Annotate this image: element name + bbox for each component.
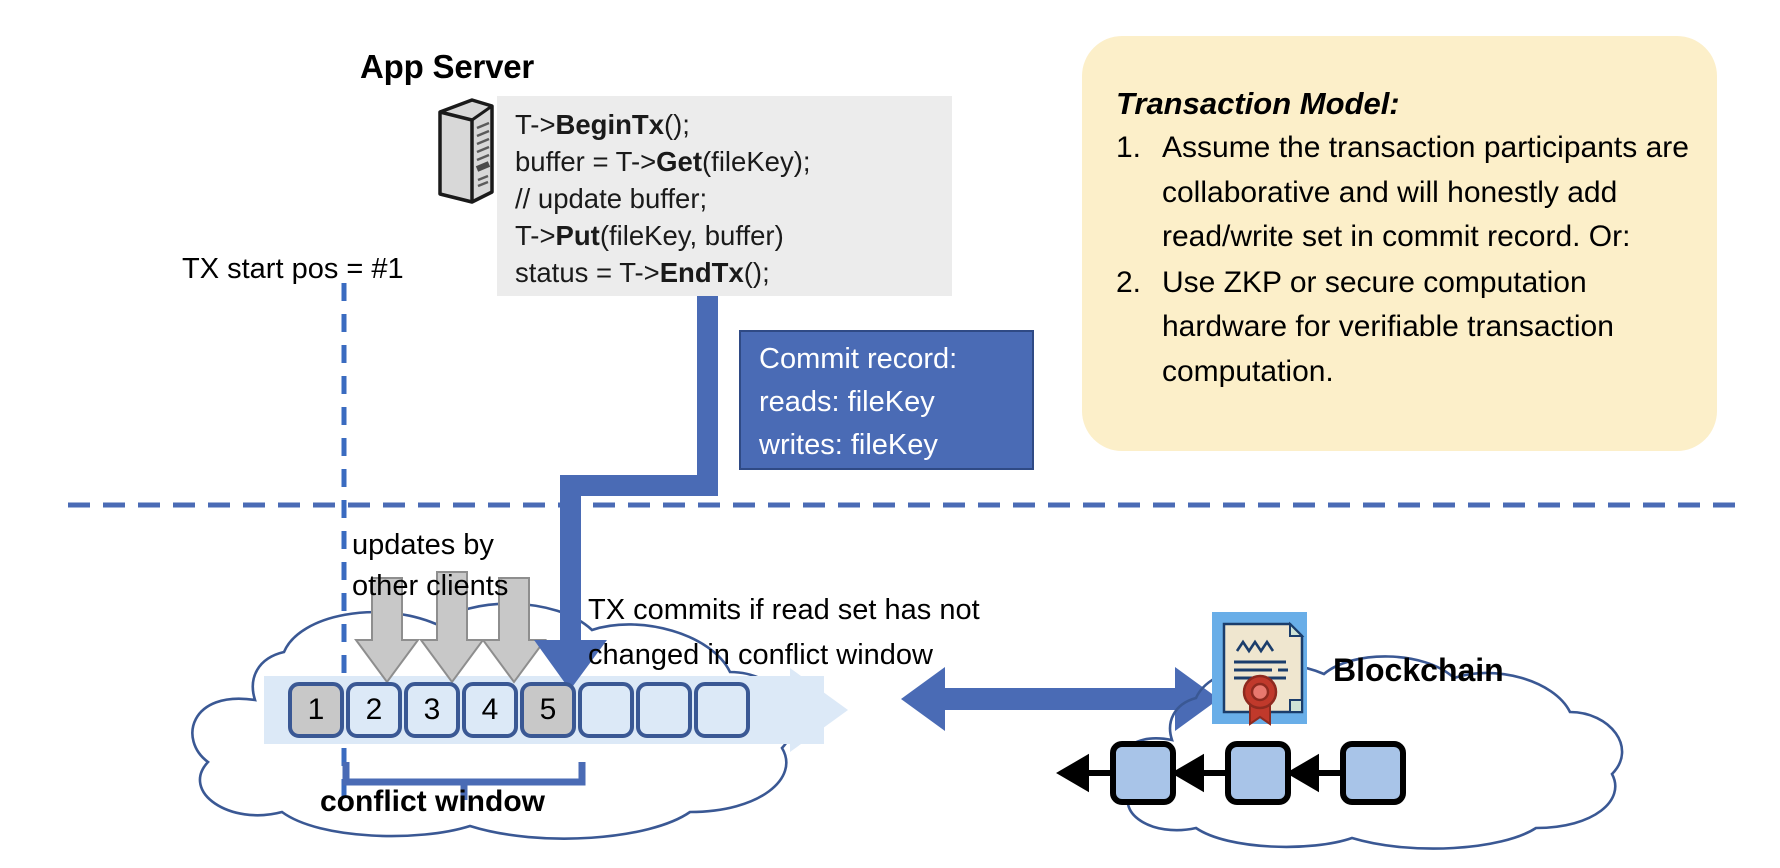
code-line: T->Put(fileKey, buffer)	[515, 220, 784, 251]
code-line: T->BeginTx();	[515, 109, 690, 140]
updates-line-2: other clients	[352, 570, 509, 602]
commit-record-box: Commit record: reads: fileKey writes: fi…	[739, 330, 1034, 470]
ledger-cloud	[191, 602, 795, 840]
blockchain-block-2	[1225, 741, 1291, 805]
update-arrow-1	[354, 577, 420, 684]
code-line: // update buffer;	[515, 183, 708, 214]
ledger-block[interactable]	[694, 682, 750, 738]
update-arrow-3	[481, 577, 547, 684]
updates-line-1: updates by	[352, 529, 494, 561]
code-line: buffer = T->Get(fileKey);	[515, 146, 811, 177]
commit-record-reads: reads: fileKey	[759, 386, 935, 418]
server-icon	[432, 96, 500, 206]
ledger-block[interactable]: 4	[462, 682, 518, 738]
updates-by-other-clients-label: updates by other clients	[352, 525, 508, 607]
ledger-block[interactable]: 2	[346, 682, 402, 738]
commit-flow-arrow	[534, 296, 718, 690]
list-number: 1.	[1116, 131, 1142, 164]
blockchain-label: Blockchain	[1333, 652, 1504, 688]
code-block: T->BeginTx(); buffer = T->Get(fileKey); …	[497, 96, 952, 296]
ledger-block[interactable]	[636, 682, 692, 738]
update-arrow-2	[419, 571, 485, 684]
ledger-blockchain-double-arrow	[901, 667, 1219, 731]
blockchain-cloud	[1120, 655, 1624, 850]
conflict-window-brace	[342, 762, 586, 800]
code-line: status = T->EndTx();	[515, 257, 770, 288]
transaction-model-note: Transaction Model: 1. Assume the transac…	[1082, 36, 1717, 451]
certificate-icon	[1212, 612, 1307, 726]
tx-start-pos-label: TX start pos = #1	[182, 253, 404, 285]
blockchain-block-1	[1110, 741, 1176, 805]
update-arrows-group	[354, 571, 547, 684]
transaction-model-item: 2. Use ZKP or secure computation hardwar…	[1116, 261, 1691, 395]
tx-commits-label: TX commits if read set has not changed i…	[588, 588, 980, 678]
tx-commits-line-1: TX commits if read set has not	[588, 594, 980, 626]
transaction-model-item: 1. Assume the transaction participants a…	[1116, 126, 1691, 260]
ledger-tail-arrow	[790, 668, 848, 752]
ledger-block[interactable]: 1	[288, 682, 344, 738]
commit-record-title: Commit record:	[759, 343, 958, 375]
ledger-block[interactable]: 5	[520, 682, 576, 738]
app-server-title: App Server	[360, 48, 535, 85]
list-text: Use ZKP or secure computation hardware f…	[1162, 265, 1614, 388]
ledger-block[interactable]	[578, 682, 634, 738]
transaction-model-title: Transaction Model:	[1116, 86, 1400, 121]
blockchain-block-3	[1340, 741, 1406, 805]
blockchain-blocks-group	[1056, 741, 1406, 805]
conflict-window-label: conflict window	[320, 785, 545, 818]
list-number: 2.	[1116, 265, 1142, 299]
list-text: Assume the transaction participants are …	[1162, 131, 1689, 253]
commit-record-writes: writes: fileKey	[759, 429, 938, 461]
tx-commits-line-2: changed in conflict window	[588, 639, 933, 671]
ledger-block[interactable]: 3	[404, 682, 460, 738]
ledger-tail-bar	[756, 684, 796, 736]
